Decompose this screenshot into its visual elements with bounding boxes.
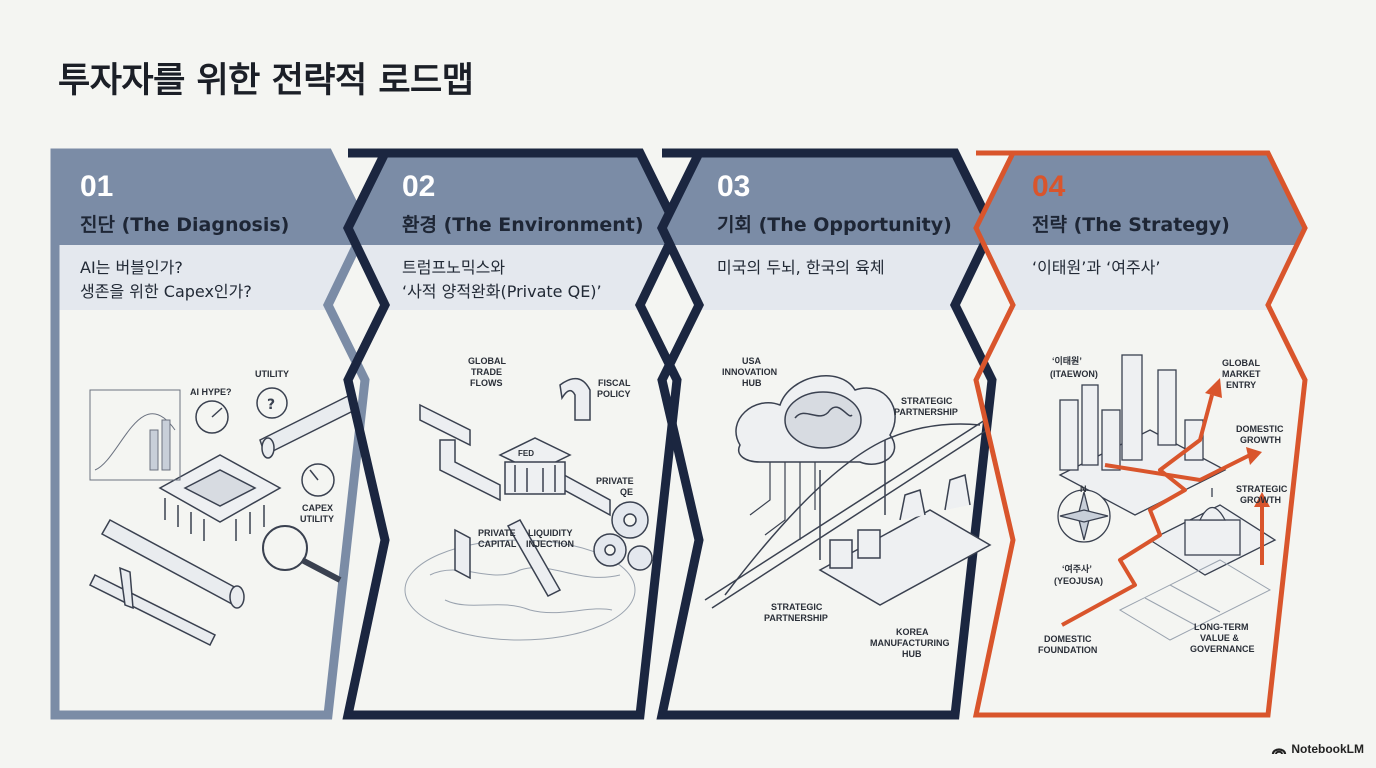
capitol-building-icon bbox=[1148, 488, 1277, 576]
panel-2-desc-line1: 트럼프노믹스와 bbox=[402, 258, 506, 277]
brand-name: NotebookLM bbox=[1291, 742, 1364, 756]
label-partnership-2: PARTNERSHIP bbox=[764, 613, 828, 623]
gauge-hype-icon: ? bbox=[195, 387, 335, 497]
chart-grid-icon bbox=[89, 389, 181, 481]
panel-diagnosis: ? bbox=[50, 148, 371, 720]
road-grid-icon bbox=[1118, 559, 1272, 641]
panel-strategy bbox=[972, 150, 1308, 718]
panel-4-title: 전략 (The Strategy) bbox=[1032, 214, 1230, 236]
label-strategic-growth-2: GROWTH bbox=[1240, 495, 1281, 505]
label-private-capital-2: CAPITAL bbox=[478, 539, 517, 549]
label-domestic-growth-1: DOMESTIC bbox=[1236, 424, 1284, 434]
label-governance: GOVERNANCE bbox=[1190, 644, 1255, 654]
label-fed: FED bbox=[518, 449, 534, 458]
chip-icon bbox=[158, 454, 282, 541]
panel-2-number: 02 bbox=[402, 170, 436, 203]
label-domestic-foundation-1: DOMESTIC bbox=[1044, 634, 1092, 644]
compass-icon bbox=[1057, 489, 1111, 543]
panel-1-number: 01 bbox=[80, 170, 114, 203]
label-strategic-1: STRATEGIC bbox=[901, 396, 953, 406]
label-ai-hype: AI HYPE? bbox=[190, 387, 232, 397]
cloud-brain-icon bbox=[735, 375, 896, 465]
label-usa: USA bbox=[742, 356, 762, 366]
label-compass-n: N bbox=[1080, 484, 1087, 494]
pipe-icon bbox=[100, 393, 356, 609]
panel-2-title: 환경 (The Environment) bbox=[402, 214, 644, 236]
bridge-icon bbox=[704, 419, 991, 609]
label-partnership-1: PARTNERSHIP bbox=[894, 407, 958, 417]
label-manufacturing: MANUFACTURING bbox=[870, 638, 950, 648]
label-hub: HUB bbox=[742, 378, 762, 388]
label-flows: FLOWS bbox=[470, 378, 503, 388]
label-injection: INJECTION bbox=[526, 539, 575, 549]
label-liquidity: LIQUIDITY bbox=[528, 528, 573, 538]
pipes-icon bbox=[419, 377, 611, 597]
label-yeojusa-en: (YEOJUSA) bbox=[1054, 576, 1104, 586]
label-value: VALUE & bbox=[1200, 633, 1239, 643]
label-capex-utility: UTILITY bbox=[300, 514, 334, 524]
label-trade: TRADE bbox=[471, 367, 502, 377]
label-hub-korea: HUB bbox=[902, 649, 922, 659]
label-utility: UTILITY bbox=[255, 369, 289, 379]
label-market: MARKET bbox=[1222, 369, 1261, 379]
label-global-market: GLOBAL bbox=[1222, 358, 1260, 368]
page-title: 투자자를 위한 전략적 로드맵 bbox=[58, 61, 474, 101]
panel-4-number: 04 bbox=[1032, 170, 1066, 203]
label-domestic-foundation-2: FOUNDATION bbox=[1038, 645, 1098, 655]
label-private: PRIVATE bbox=[596, 476, 634, 486]
panel-environment bbox=[342, 148, 683, 720]
brand-logo: NotebookLM bbox=[1271, 742, 1364, 756]
label-yeojusa-kr: ‘여주사’ bbox=[1062, 564, 1092, 574]
magnifier-icon bbox=[262, 525, 342, 583]
svg-text:?: ? bbox=[267, 397, 275, 413]
label-strategic-2: STRATEGIC bbox=[771, 602, 823, 612]
panel-1-header bbox=[55, 153, 365, 245]
label-itaewon-en: (ITAEWON) bbox=[1050, 369, 1098, 379]
label-strategic-growth-1: STRATEGIC bbox=[1236, 484, 1288, 494]
panel-3-header bbox=[662, 153, 992, 245]
label-capex: CAPEX bbox=[302, 503, 334, 513]
panel-1-band bbox=[55, 245, 365, 310]
panel-4-header bbox=[976, 153, 1305, 245]
label-global: GLOBAL bbox=[468, 356, 506, 366]
factory-icon bbox=[818, 474, 992, 606]
label-entry: ENTRY bbox=[1226, 380, 1257, 390]
panel-3-title: 기회 (The Opportunity) bbox=[717, 214, 952, 236]
label-private-capital-1: PRIVATE bbox=[478, 528, 516, 538]
panel-1-desc-line2: 생존을 위한 Capex인가? bbox=[80, 282, 252, 301]
panel-2-desc-line2: ‘사적 양적완화(Private QE)’ bbox=[402, 282, 602, 301]
panel-2-band bbox=[348, 245, 677, 310]
label-itaewon-kr: ‘이태원’ bbox=[1052, 356, 1082, 366]
panel-2-header bbox=[348, 153, 677, 245]
label-fiscal: FISCAL bbox=[598, 378, 631, 388]
label-qe: QE bbox=[620, 487, 634, 497]
panel-3-number: 03 bbox=[717, 170, 751, 203]
label-innovation: INNOVATION bbox=[722, 367, 778, 377]
label-policy: POLICY bbox=[597, 389, 631, 399]
panel-opportunity bbox=[656, 148, 998, 720]
label-long-term: LONG-TERM bbox=[1194, 622, 1249, 632]
panel-4-band bbox=[976, 245, 1305, 310]
gears-icon bbox=[593, 501, 653, 571]
caliper-icon bbox=[88, 566, 217, 647]
panel-3-desc-line1: 미국의 두뇌, 한국의 육체 bbox=[717, 258, 885, 277]
growth-path-arrows bbox=[1061, 378, 1270, 627]
panel-4-desc-line1: ‘이태원’과 ‘여주사’ bbox=[1032, 258, 1161, 277]
panel-1-desc-line1: AI는 버블인가? bbox=[80, 258, 183, 277]
label-korea: KOREA bbox=[896, 627, 929, 637]
circuit-lines-icon bbox=[749, 462, 816, 540]
label-domestic-growth-2: GROWTH bbox=[1240, 435, 1281, 445]
notebooklm-icon bbox=[1272, 748, 1287, 755]
fed-building-icon bbox=[498, 437, 572, 495]
panel-3-band bbox=[662, 245, 992, 310]
panel-1-title: 진단 (The Diagnosis) bbox=[80, 214, 290, 236]
